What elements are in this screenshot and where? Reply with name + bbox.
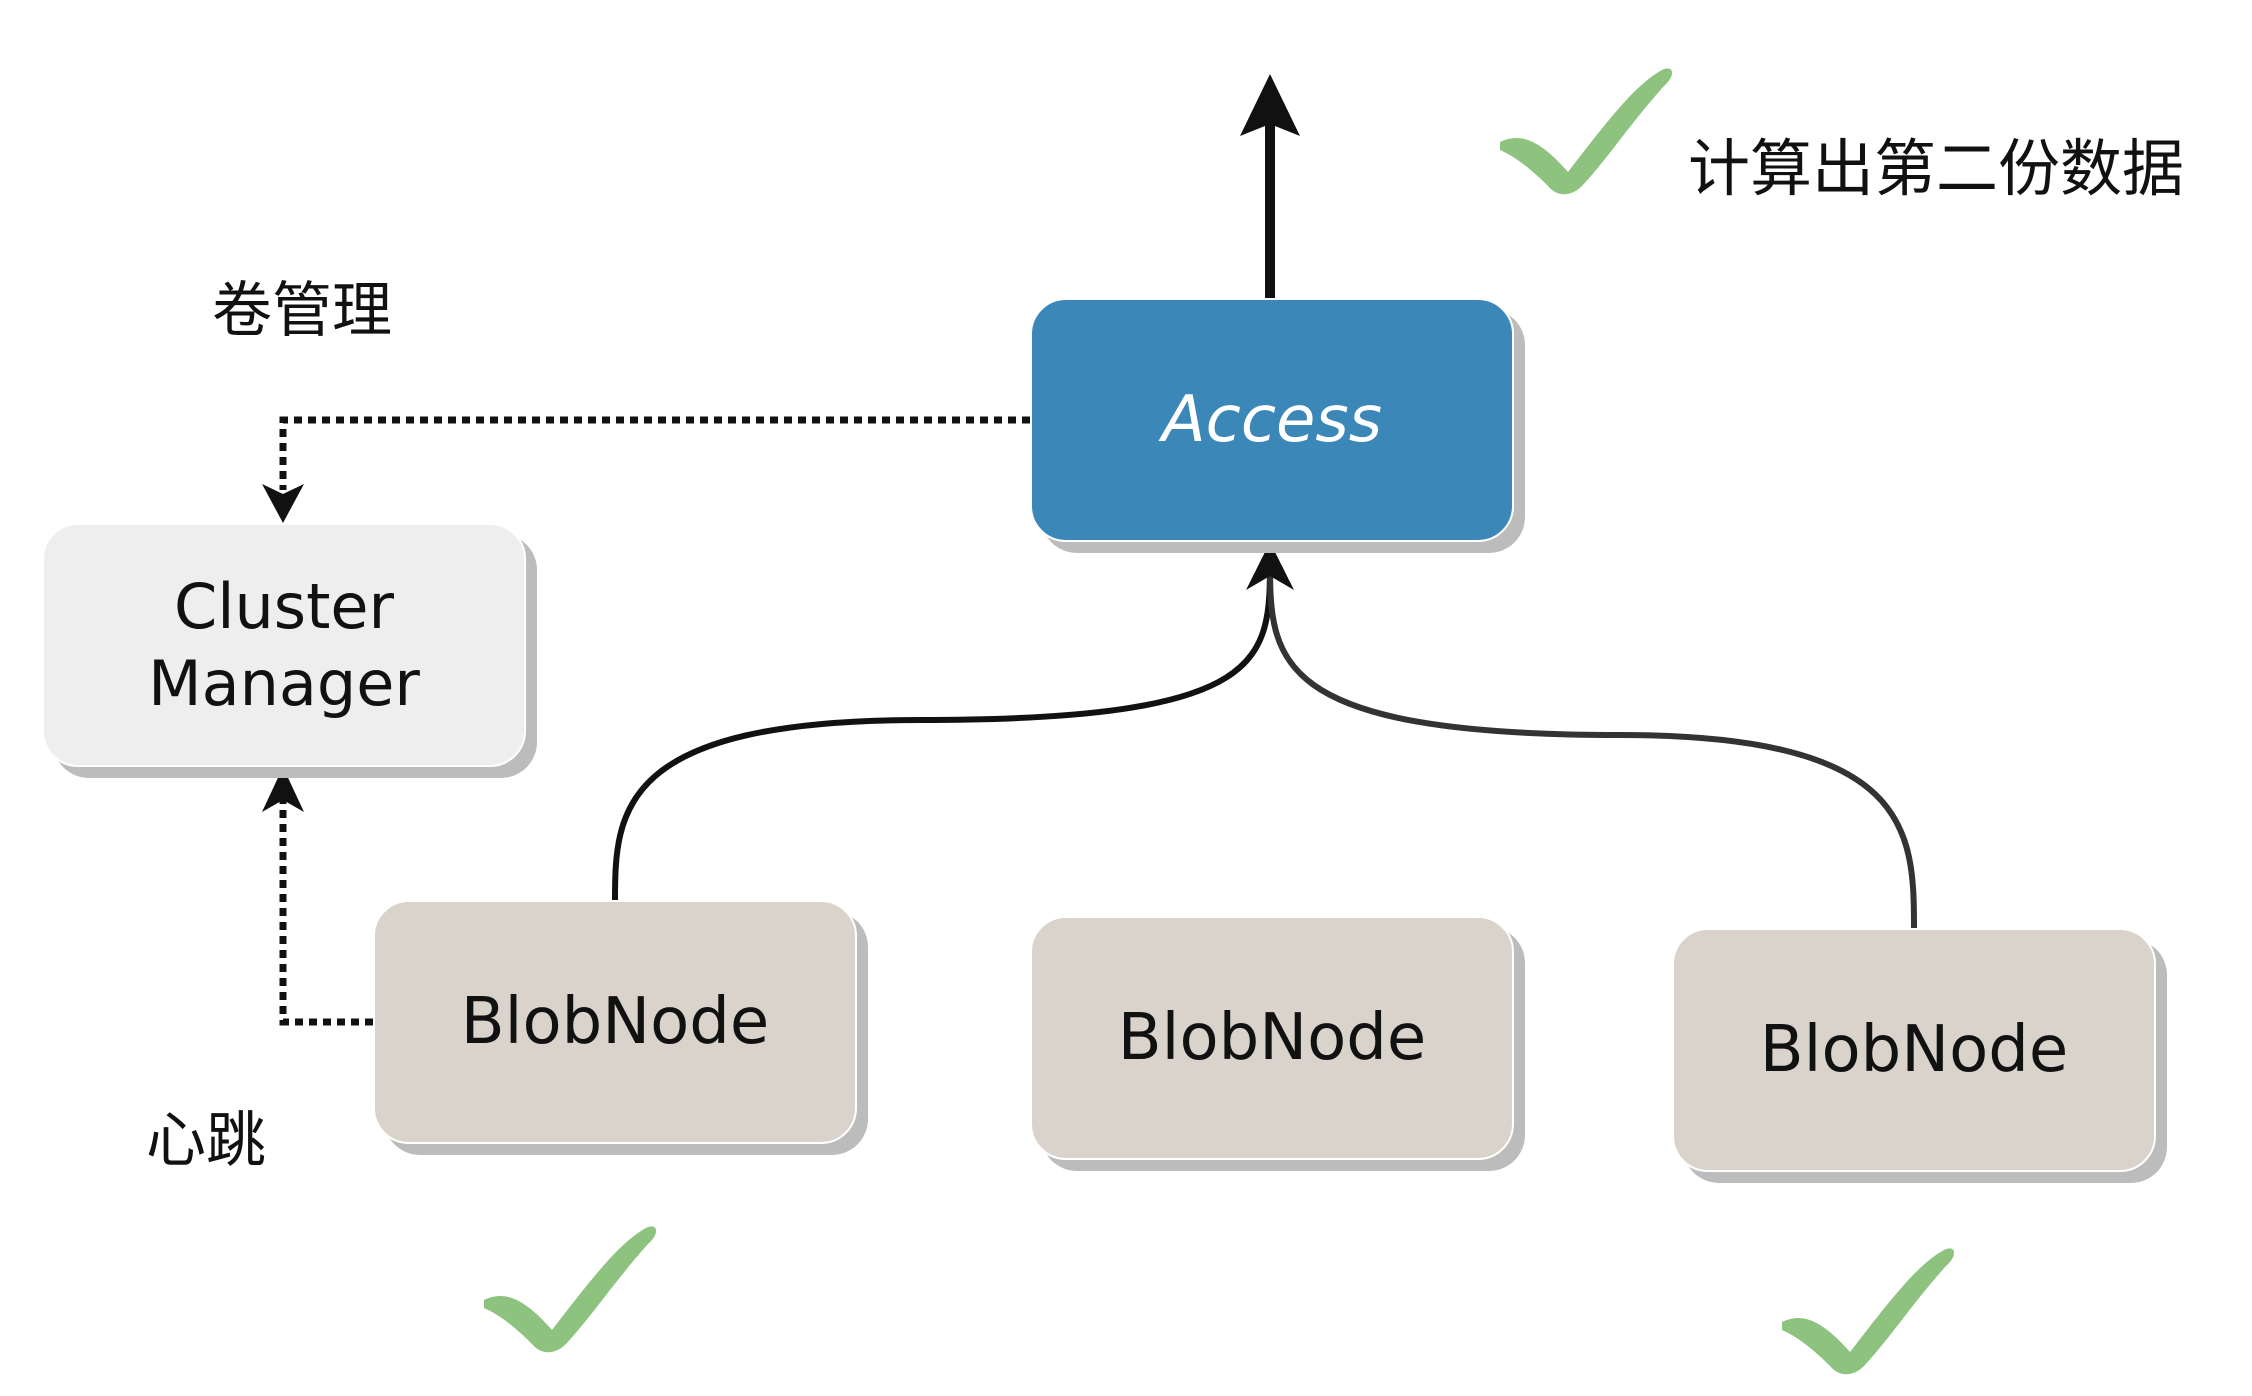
blobnode-2-label: BlobNode bbox=[1117, 1001, 1427, 1075]
blobnode1-to-access-connector bbox=[612, 559, 1273, 901]
up-arrow-icon bbox=[1240, 74, 1300, 300]
blobnode-1[interactable]: BlobNode bbox=[373, 900, 857, 1144]
compute-second-copy-label: 计算出第二份数据 bbox=[1688, 132, 2185, 205]
blobnode3-to-access-connector bbox=[1267, 559, 1917, 929]
access-node-label: Access bbox=[1161, 383, 1383, 457]
heartbeat-label: 心跳 bbox=[146, 1106, 266, 1176]
volume-management-label: 卷管理 bbox=[212, 276, 392, 346]
heartbeat-dotted-connector bbox=[262, 767, 373, 1026]
cluster-manager-label-line2: Manager bbox=[148, 647, 420, 720]
blobnode-2[interactable]: BlobNode bbox=[1030, 916, 1514, 1160]
blobnode-3-label: BlobNode bbox=[1759, 1013, 2069, 1087]
access-to-cluster-dotted-connector bbox=[262, 416, 1030, 523]
access-node[interactable]: Access bbox=[1030, 298, 1514, 542]
cluster-manager-label-line1: Cluster bbox=[173, 569, 395, 643]
check-icon bbox=[484, 1226, 657, 1353]
blobnode-3[interactable]: BlobNode bbox=[1672, 928, 2156, 1172]
cluster-manager-node[interactable]: Cluster Manager bbox=[42, 523, 526, 767]
check-icon bbox=[1500, 68, 1673, 195]
merge-arrowhead-icon bbox=[1246, 542, 1294, 590]
check-icon bbox=[1782, 1248, 1955, 1375]
blobnode-1-label: BlobNode bbox=[460, 985, 770, 1059]
